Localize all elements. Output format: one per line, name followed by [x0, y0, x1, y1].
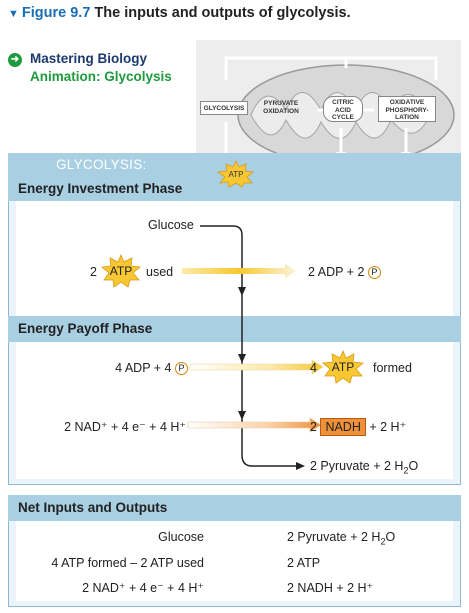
glucose-input: Glucose	[148, 218, 194, 232]
net-panel-area	[16, 521, 453, 601]
animation-glycolysis-link[interactable]: Animation: Glycolysis	[30, 69, 172, 84]
pyruvate-output: 2 Pyruvate + 2 H2O	[310, 459, 419, 476]
glycolysis-stage-button: GLYCOLYSIS	[200, 101, 248, 115]
oxidative-phosphorylation-stage: OXIDATIVE PHOSPHORY- LATION	[378, 96, 436, 122]
net-panel-title: Net Inputs and Outputs	[18, 500, 168, 515]
triangle-down-icon: ▼	[8, 8, 19, 20]
nadh-badge: NADH	[320, 418, 366, 436]
payoff-atp-label: ATP	[332, 360, 354, 374]
citric-acid-cycle-stage: CITRIC ACID CYCLE	[323, 96, 363, 122]
net-input-nad: 2 NAD⁺ + 4 e⁻ + 4 H⁺	[82, 581, 204, 595]
overview-atp-label: ATP	[229, 170, 244, 179]
mastering-biology-link[interactable]: Mastering Biology	[30, 51, 148, 66]
pyruvate-oxidation-label: PYRUVATE OXIDATION	[263, 100, 299, 115]
energy-payoff-phase-label: Energy Payoff Phase	[18, 321, 153, 336]
net-input-glucose: Glucose	[158, 530, 204, 544]
investment-atp-count: 2	[90, 265, 97, 279]
phosphate-circle-icon: P	[175, 362, 188, 375]
figure-caption: The inputs and outputs of glycolysis.	[94, 5, 351, 21]
nadh-output: 2 NADH + 2 H⁺	[310, 418, 407, 436]
net-output-atp: 2 ATP	[287, 556, 321, 570]
figure-title: ▼Figure 9.7 The inputs and outputs of gl…	[8, 5, 351, 21]
net-panel-header	[8, 495, 461, 521]
atp-burst-icon: ATP	[216, 160, 254, 188]
arrow-right-circle-icon[interactable]: ➜	[8, 53, 22, 67]
payoff-formed-label: formed	[373, 361, 412, 375]
payoff-atp-count: 4	[310, 361, 317, 375]
investment-used-label: used	[146, 265, 174, 279]
payoff-adp-input: 4 ADP + 4 P	[60, 361, 188, 375]
phosphate-circle-icon: P	[367, 266, 381, 279]
net-input-atp: 4 ATP formed – 2 ATP used	[51, 556, 204, 570]
net-output-pyruvate: 2 Pyruvate + 2 H2O	[287, 530, 396, 547]
nad-input: 2 NAD⁺ + 4 e⁻ + 4 H⁺	[64, 420, 186, 434]
investment-adp-output: 2 ADP + 2 P	[308, 265, 381, 279]
payoff-phase-header	[8, 316, 461, 342]
atp-burst-icon: ATP	[101, 254, 141, 288]
net-output-nadh: 2 NADH + 2 H⁺	[287, 581, 374, 595]
atp-burst-icon: ATP	[322, 350, 364, 384]
glycolysis-panel-title: GLYCOLYSIS:	[56, 157, 147, 172]
energy-investment-phase-label: Energy Investment Phase	[18, 181, 183, 196]
figure-number: Figure 9.7	[21, 5, 91, 21]
investment-phase-area	[16, 201, 453, 316]
investment-atp-label: ATP	[110, 264, 132, 278]
